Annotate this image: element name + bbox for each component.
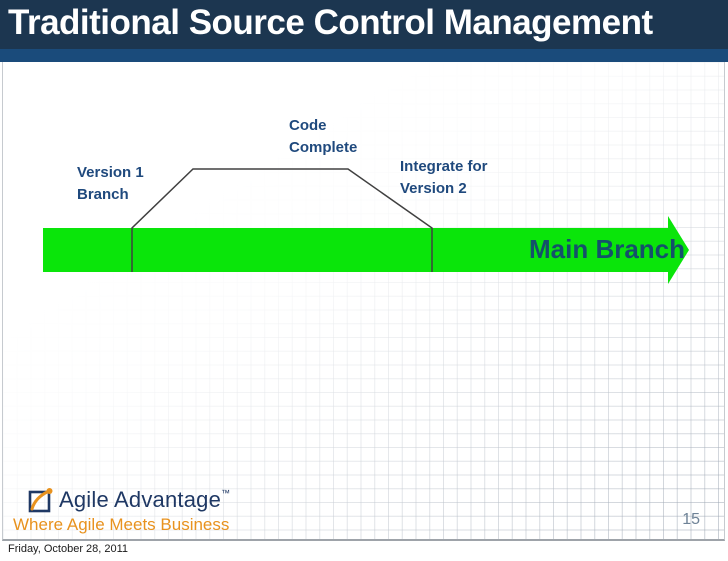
integrate-version2-label-line2: Version 2 <box>400 180 467 197</box>
page-number: 15 <box>682 511 700 528</box>
background-grid-fade <box>3 62 724 539</box>
version-branch-line <box>131 168 433 272</box>
version1-branch-label-line1: Version 1 <box>77 164 144 181</box>
logo-name: Agile Advantage™ <box>59 486 230 514</box>
main-branch-arrow <box>43 216 689 284</box>
footer-date: Friday, October 28, 2011 <box>8 543 129 555</box>
agile-advantage-logo-icon <box>28 488 53 513</box>
main-branch-label: Main Branch <box>529 234 686 264</box>
code-complete-label-line2: Complete <box>289 139 358 156</box>
code-complete-label-line1: Code <box>289 117 327 134</box>
version1-branch-label: Version 1 Branch <box>77 162 144 206</box>
logo-tagline: Where Agile Meets Business <box>13 515 230 534</box>
branch-diagram <box>43 168 689 284</box>
version1-branch-label-line2: Branch <box>77 186 129 203</box>
logo-name-text: Agile Advantage <box>59 487 222 512</box>
integrate-version2-label-line1: Integrate for <box>400 158 488 175</box>
agile-advantage-logo: Agile Advantage™ Where Agile Meets Busin… <box>13 486 273 535</box>
logo-trademark: ™ <box>221 488 231 498</box>
slide-title: Traditional Source Control Management <box>8 3 653 42</box>
code-complete-label: Code Complete <box>289 115 357 159</box>
slide-body: Version 1 Branch Code Complete Integrate… <box>2 62 725 541</box>
slide-title-bar: Traditional Source Control Management <box>0 0 728 62</box>
integrate-version2-label: Integrate for Version 2 <box>400 156 488 200</box>
